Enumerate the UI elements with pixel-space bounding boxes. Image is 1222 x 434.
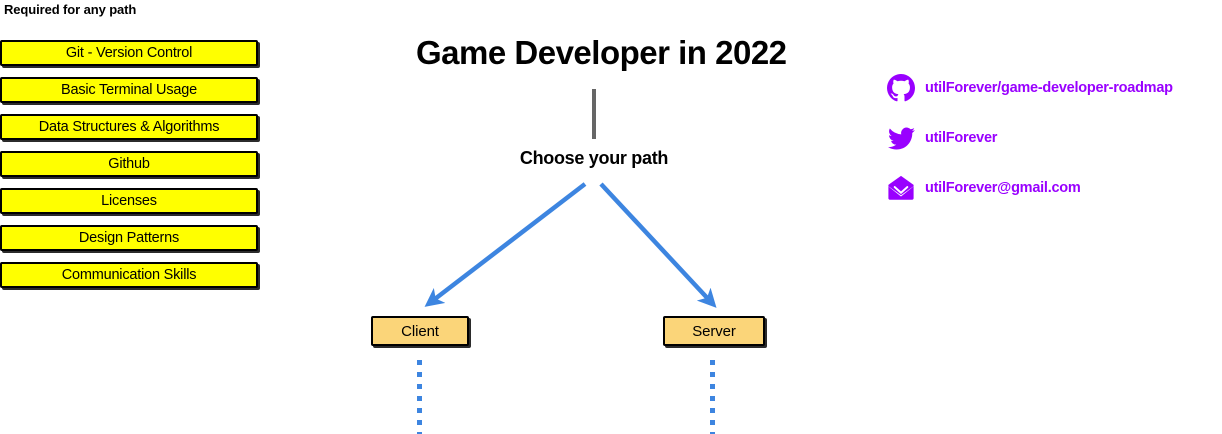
- required-topic-box[interactable]: Data Structures & Algorithms: [0, 114, 258, 140]
- email-icon: [886, 173, 916, 203]
- required-topic-list: Git - Version Control Basic Terminal Usa…: [0, 40, 262, 299]
- required-topic-label: Design Patterns: [78, 229, 180, 246]
- required-topic-box[interactable]: Git - Version Control: [0, 40, 258, 66]
- branch-box-client[interactable]: Client: [371, 316, 469, 346]
- contact-row-email[interactable]: utilForever@gmail.com: [886, 172, 1173, 204]
- choose-your-path-label: Choose your path: [519, 148, 669, 168]
- contact-row-github[interactable]: utilForever/game-developer-roadmap: [886, 72, 1173, 104]
- branch-box-label: Client: [401, 322, 439, 340]
- required-topic-box[interactable]: Design Patterns: [0, 225, 258, 251]
- required-section-heading: Required for any path: [4, 2, 137, 17]
- client-dotted-connector: [417, 360, 422, 434]
- twitter-icon: [886, 123, 916, 153]
- required-topic-box[interactable]: Communication Skills: [0, 262, 258, 288]
- required-topic-label: Data Structures & Algorithms: [38, 118, 220, 135]
- required-topic-box[interactable]: Github: [0, 151, 258, 177]
- required-topic-label: Github: [108, 155, 150, 172]
- required-topic-label: Basic Terminal Usage: [61, 81, 197, 98]
- contact-row-twitter[interactable]: utilForever: [886, 122, 1173, 154]
- branch-arrows: [424, 182, 717, 308]
- contact-label-github: utilForever/game-developer-roadmap: [925, 79, 1173, 96]
- required-topic-label: Communication Skills: [61, 266, 197, 283]
- branch-box-label: Server: [692, 322, 736, 340]
- contact-list: utilForever/game-developer-roadmap utilF…: [886, 72, 1173, 222]
- page-title: Game Developer in 2022: [416, 34, 787, 71]
- required-topic-box[interactable]: Basic Terminal Usage: [0, 77, 258, 103]
- server-dotted-connector: [710, 360, 715, 434]
- github-icon: [886, 73, 916, 103]
- required-topic-label: Licenses: [101, 192, 157, 209]
- contact-label-twitter: utilForever: [925, 129, 998, 146]
- required-topic-label: Git - Version Control: [65, 44, 193, 61]
- trunk-connector-line: [592, 89, 596, 139]
- required-topic-box[interactable]: Licenses: [0, 188, 258, 214]
- contact-label-email: utilForever@gmail.com: [925, 179, 1081, 196]
- branch-box-server[interactable]: Server: [663, 316, 765, 346]
